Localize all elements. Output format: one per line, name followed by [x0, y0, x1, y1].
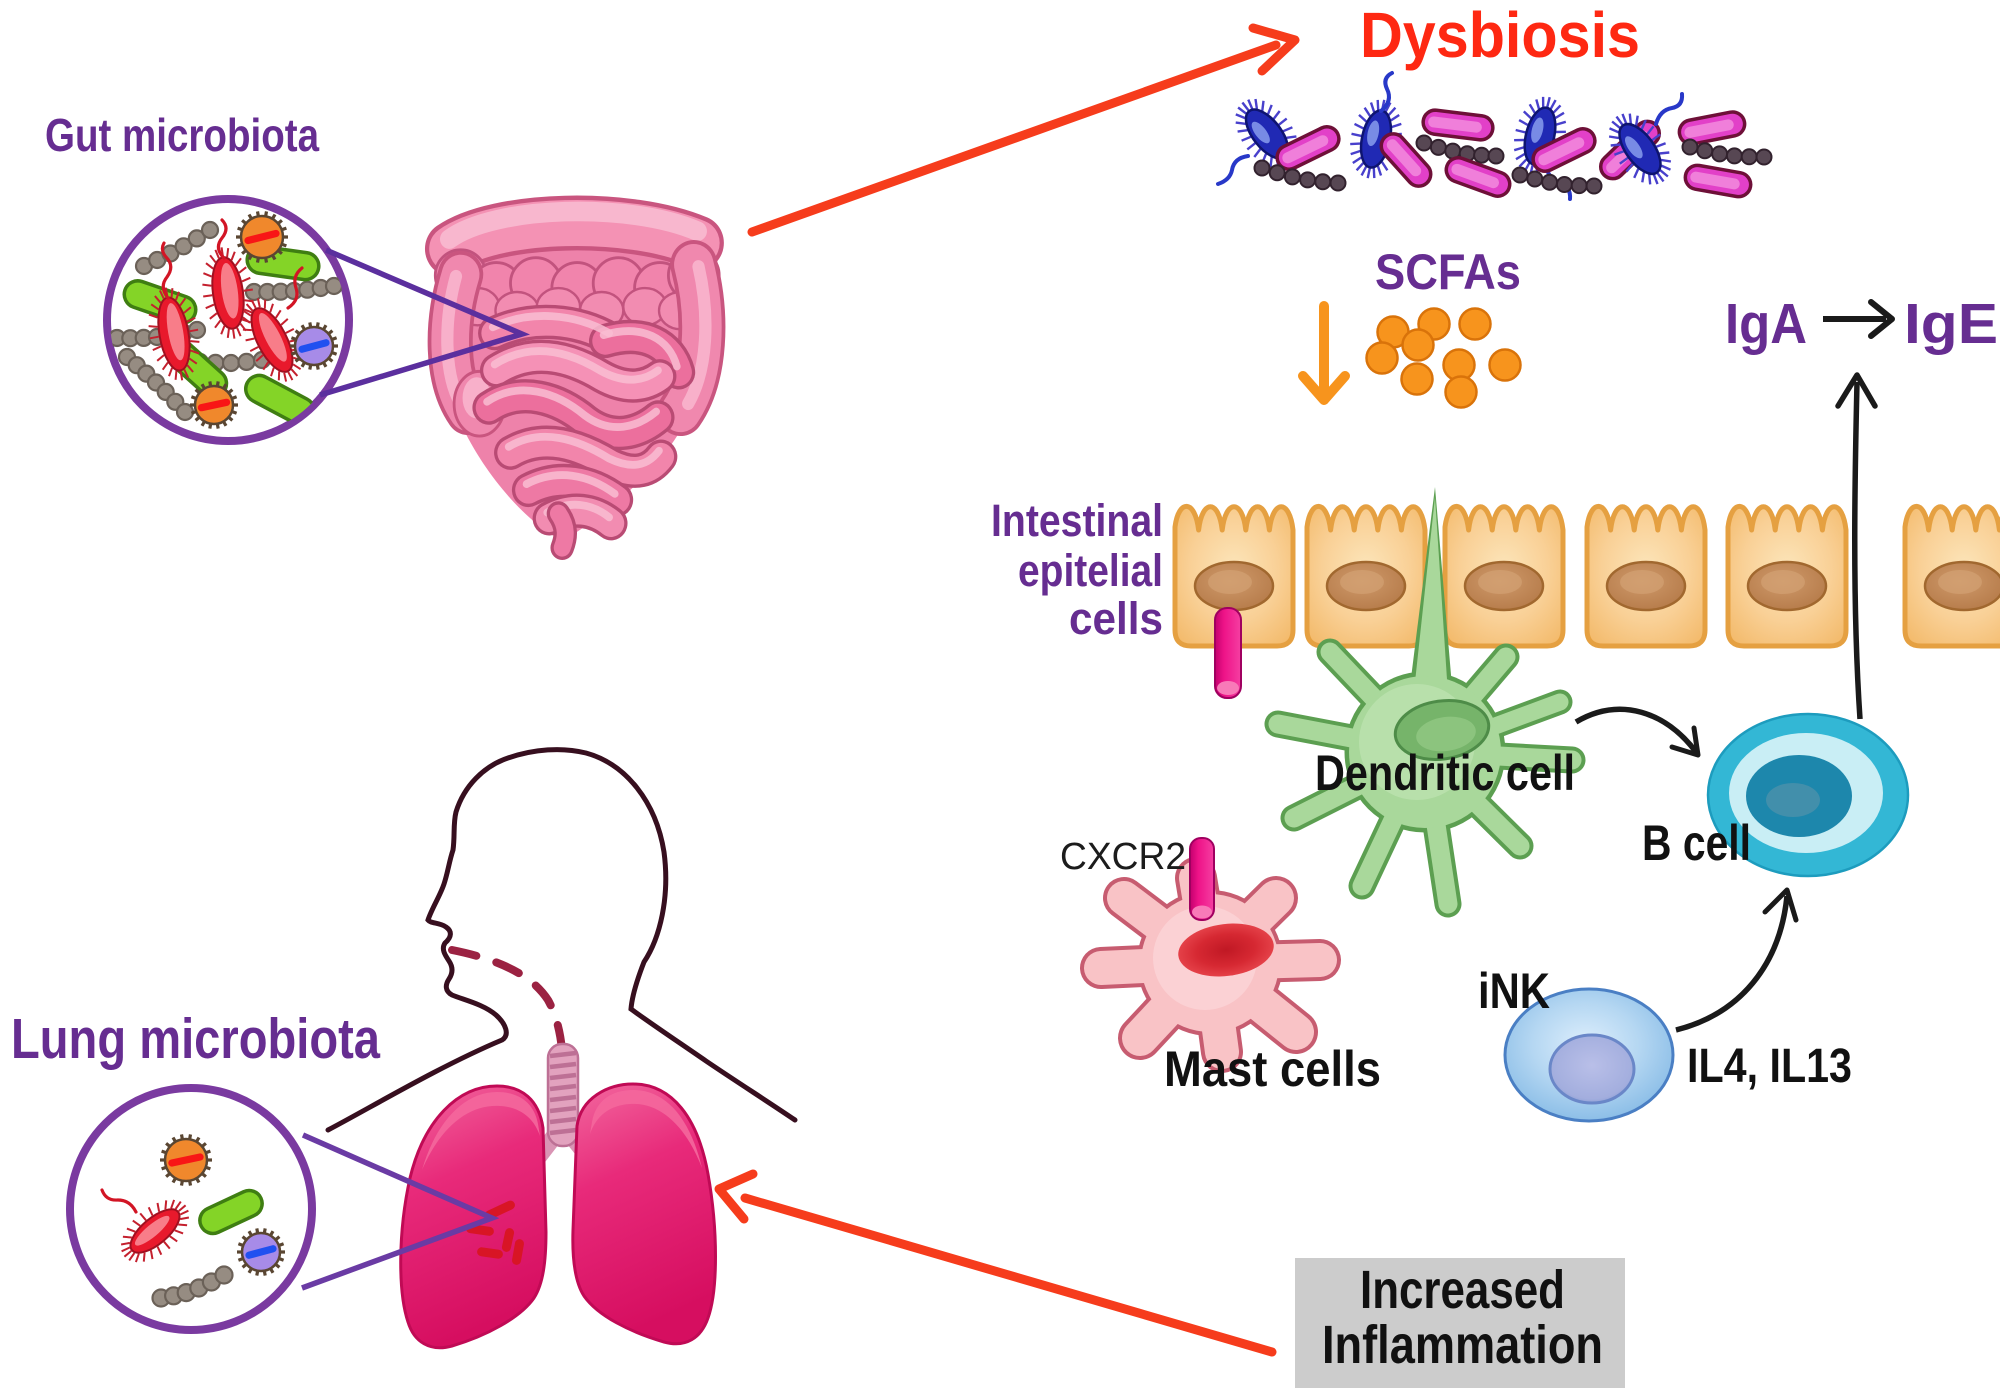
svg-text:IgE: IgE: [1904, 292, 1998, 356]
svg-text:Inflammation: Inflammation: [1322, 1315, 1603, 1375]
svg-text:Dysbiosis: Dysbiosis: [1360, 0, 1640, 71]
svg-text:cells: cells: [1069, 593, 1163, 644]
svg-text:iNK: iNK: [1478, 963, 1550, 1019]
svg-text:IL4, IL13: IL4, IL13: [1687, 1040, 1852, 1093]
svg-text:Lung microbiota: Lung microbiota: [11, 1007, 381, 1071]
svg-text:epitelial: epitelial: [1018, 545, 1163, 596]
svg-text:Increased: Increased: [1360, 1260, 1565, 1320]
svg-text:B cell: B cell: [1642, 815, 1751, 871]
svg-text:Dendritic cell: Dendritic cell: [1315, 745, 1575, 801]
svg-text:SCFAs: SCFAs: [1375, 244, 1521, 300]
svg-text:Intestinal: Intestinal: [991, 495, 1163, 546]
svg-text:CXCR2: CXCR2: [1060, 836, 1186, 878]
svg-text:Mast cells: Mast cells: [1164, 1041, 1381, 1097]
svg-text:IgA: IgA: [1725, 292, 1807, 356]
svg-text:Gut microbiota: Gut microbiota: [45, 109, 319, 161]
